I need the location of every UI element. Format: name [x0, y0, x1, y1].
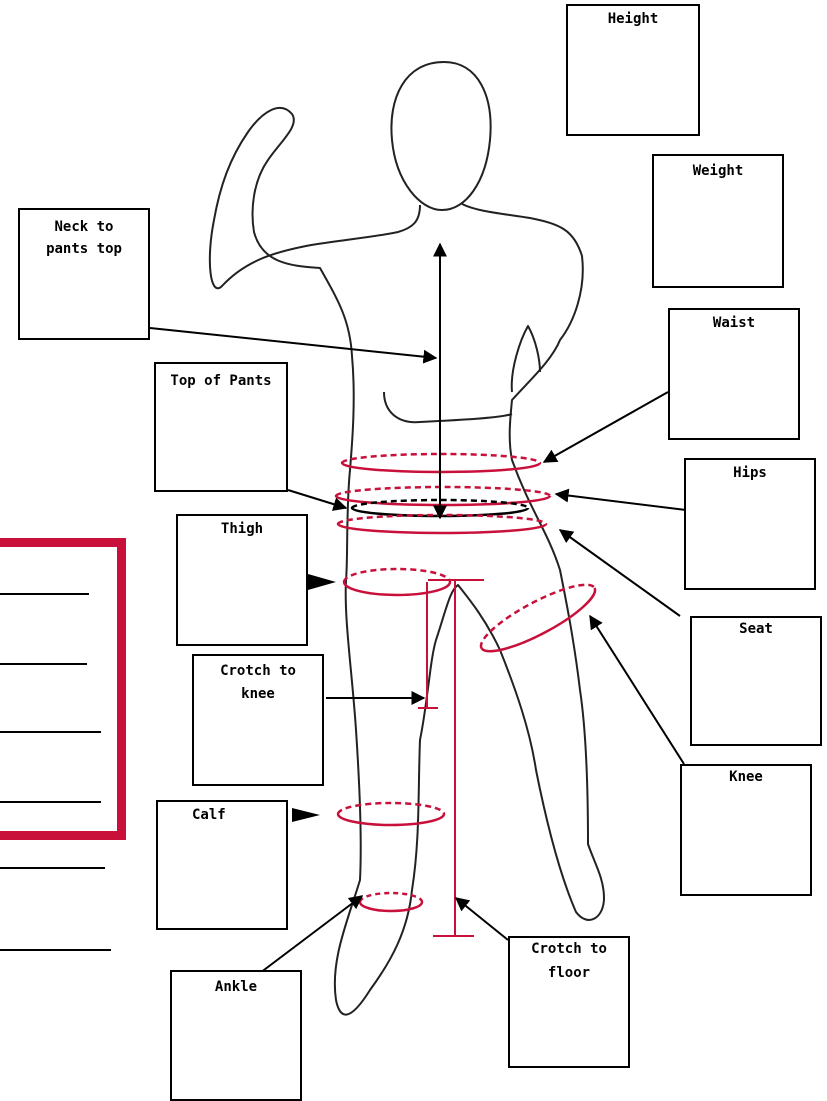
rulers [418, 580, 484, 936]
blank-line[interactable] [0, 663, 87, 665]
blank-line[interactable] [0, 593, 89, 595]
hips-label: Hips [684, 462, 816, 484]
crotch-to-knee-label-line1: Crotch to [192, 660, 324, 682]
crotch-to-floor-label-line2: floor [508, 962, 630, 984]
weight-label: Weight [652, 160, 784, 182]
top-of-pants-label: Top of Pants [154, 370, 288, 392]
blank-line[interactable] [0, 731, 101, 733]
ankle-label: Ankle [170, 976, 302, 998]
blank-line[interactable] [0, 801, 101, 803]
forearm-outline [384, 392, 512, 422]
crotch-to-knee-label-line2: knee [192, 683, 324, 705]
head-outline [391, 62, 490, 210]
calf-label: Calf [192, 804, 226, 826]
elbow-outline [512, 326, 540, 392]
measurement-ellipses [336, 454, 602, 911]
waist-label: Waist [668, 312, 800, 334]
knee-label: Knee [680, 766, 812, 788]
blank-line[interactable] [0, 949, 111, 951]
crotch-to-floor-label-line1: Crotch to [508, 938, 630, 960]
neck-to-pants-top-label-line1: Neck to [18, 216, 150, 238]
seat-label: Seat [690, 618, 822, 640]
neck-to-pants-top-label-line2: pants top [18, 238, 150, 260]
thigh-label: Thigh [176, 518, 308, 540]
blank-line[interactable] [0, 867, 105, 869]
measurement-panel [0, 538, 126, 840]
height-label: Height [566, 8, 700, 30]
